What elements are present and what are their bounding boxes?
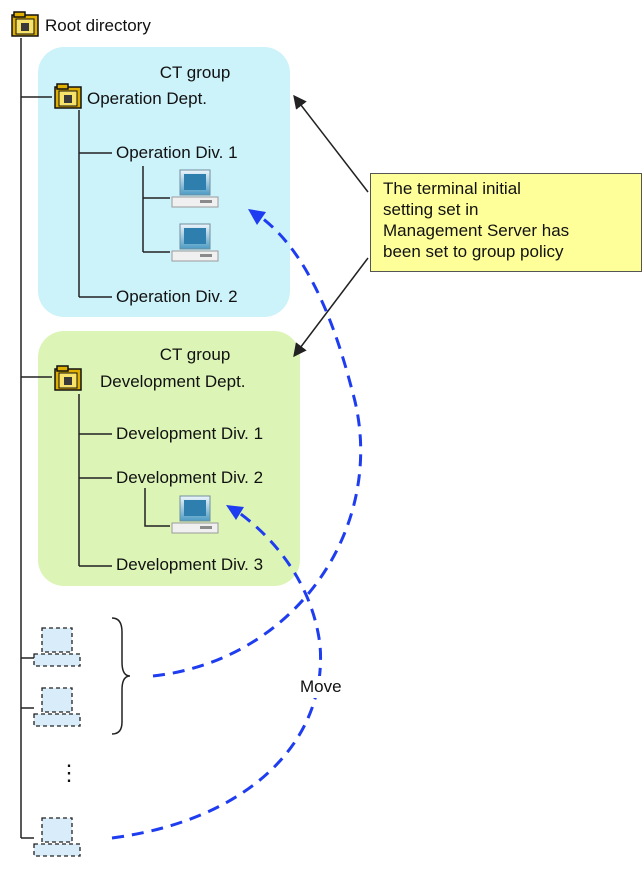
- policy-arrows: [293, 94, 369, 358]
- computer-icon: [171, 169, 219, 208]
- policy-note-line: been set to group policy: [383, 242, 564, 261]
- move-label: Move: [296, 676, 346, 698]
- policy-note-line: The terminal initial: [383, 179, 521, 198]
- operation-dept-label: Operation Dept.: [87, 89, 208, 108]
- development-dept-label: Development Dept.: [100, 372, 246, 391]
- development-ct-group-title: CT group: [159, 345, 231, 364]
- development-folder-icon: [54, 365, 82, 391]
- tree-lines: [20, 38, 170, 839]
- more-items-ellipsis: ⋮: [58, 760, 80, 785]
- development-div-3-label: Development Div. 3: [116, 555, 264, 574]
- computer-icon: [171, 223, 219, 262]
- policy-note-line: Management Server has: [383, 221, 570, 240]
- operation-folder-icon: [54, 83, 82, 109]
- policy-note-line: setting set in: [383, 200, 479, 219]
- unassigned-computer-icon: [33, 817, 81, 857]
- root-directory-label: Root directory: [45, 16, 151, 35]
- operation-div-2-label: Operation Div. 2: [116, 287, 238, 306]
- root-folder-icon: [11, 11, 39, 37]
- operation-ct-group-title: CT group: [159, 63, 231, 82]
- move-arrows: [111, 213, 363, 840]
- development-div-2-label: Development Div. 2: [116, 468, 264, 487]
- unassigned-computer-icon: [33, 627, 81, 667]
- development-div-1-label: Development Div. 1: [116, 424, 264, 443]
- operation-div-1-label: Operation Div. 1: [116, 143, 238, 162]
- unassigned-computer-icon: [33, 687, 81, 727]
- computer-icon: [171, 495, 219, 534]
- policy-note: The terminal initial setting set in Mana…: [370, 173, 642, 272]
- move-arrowheads: [226, 209, 266, 520]
